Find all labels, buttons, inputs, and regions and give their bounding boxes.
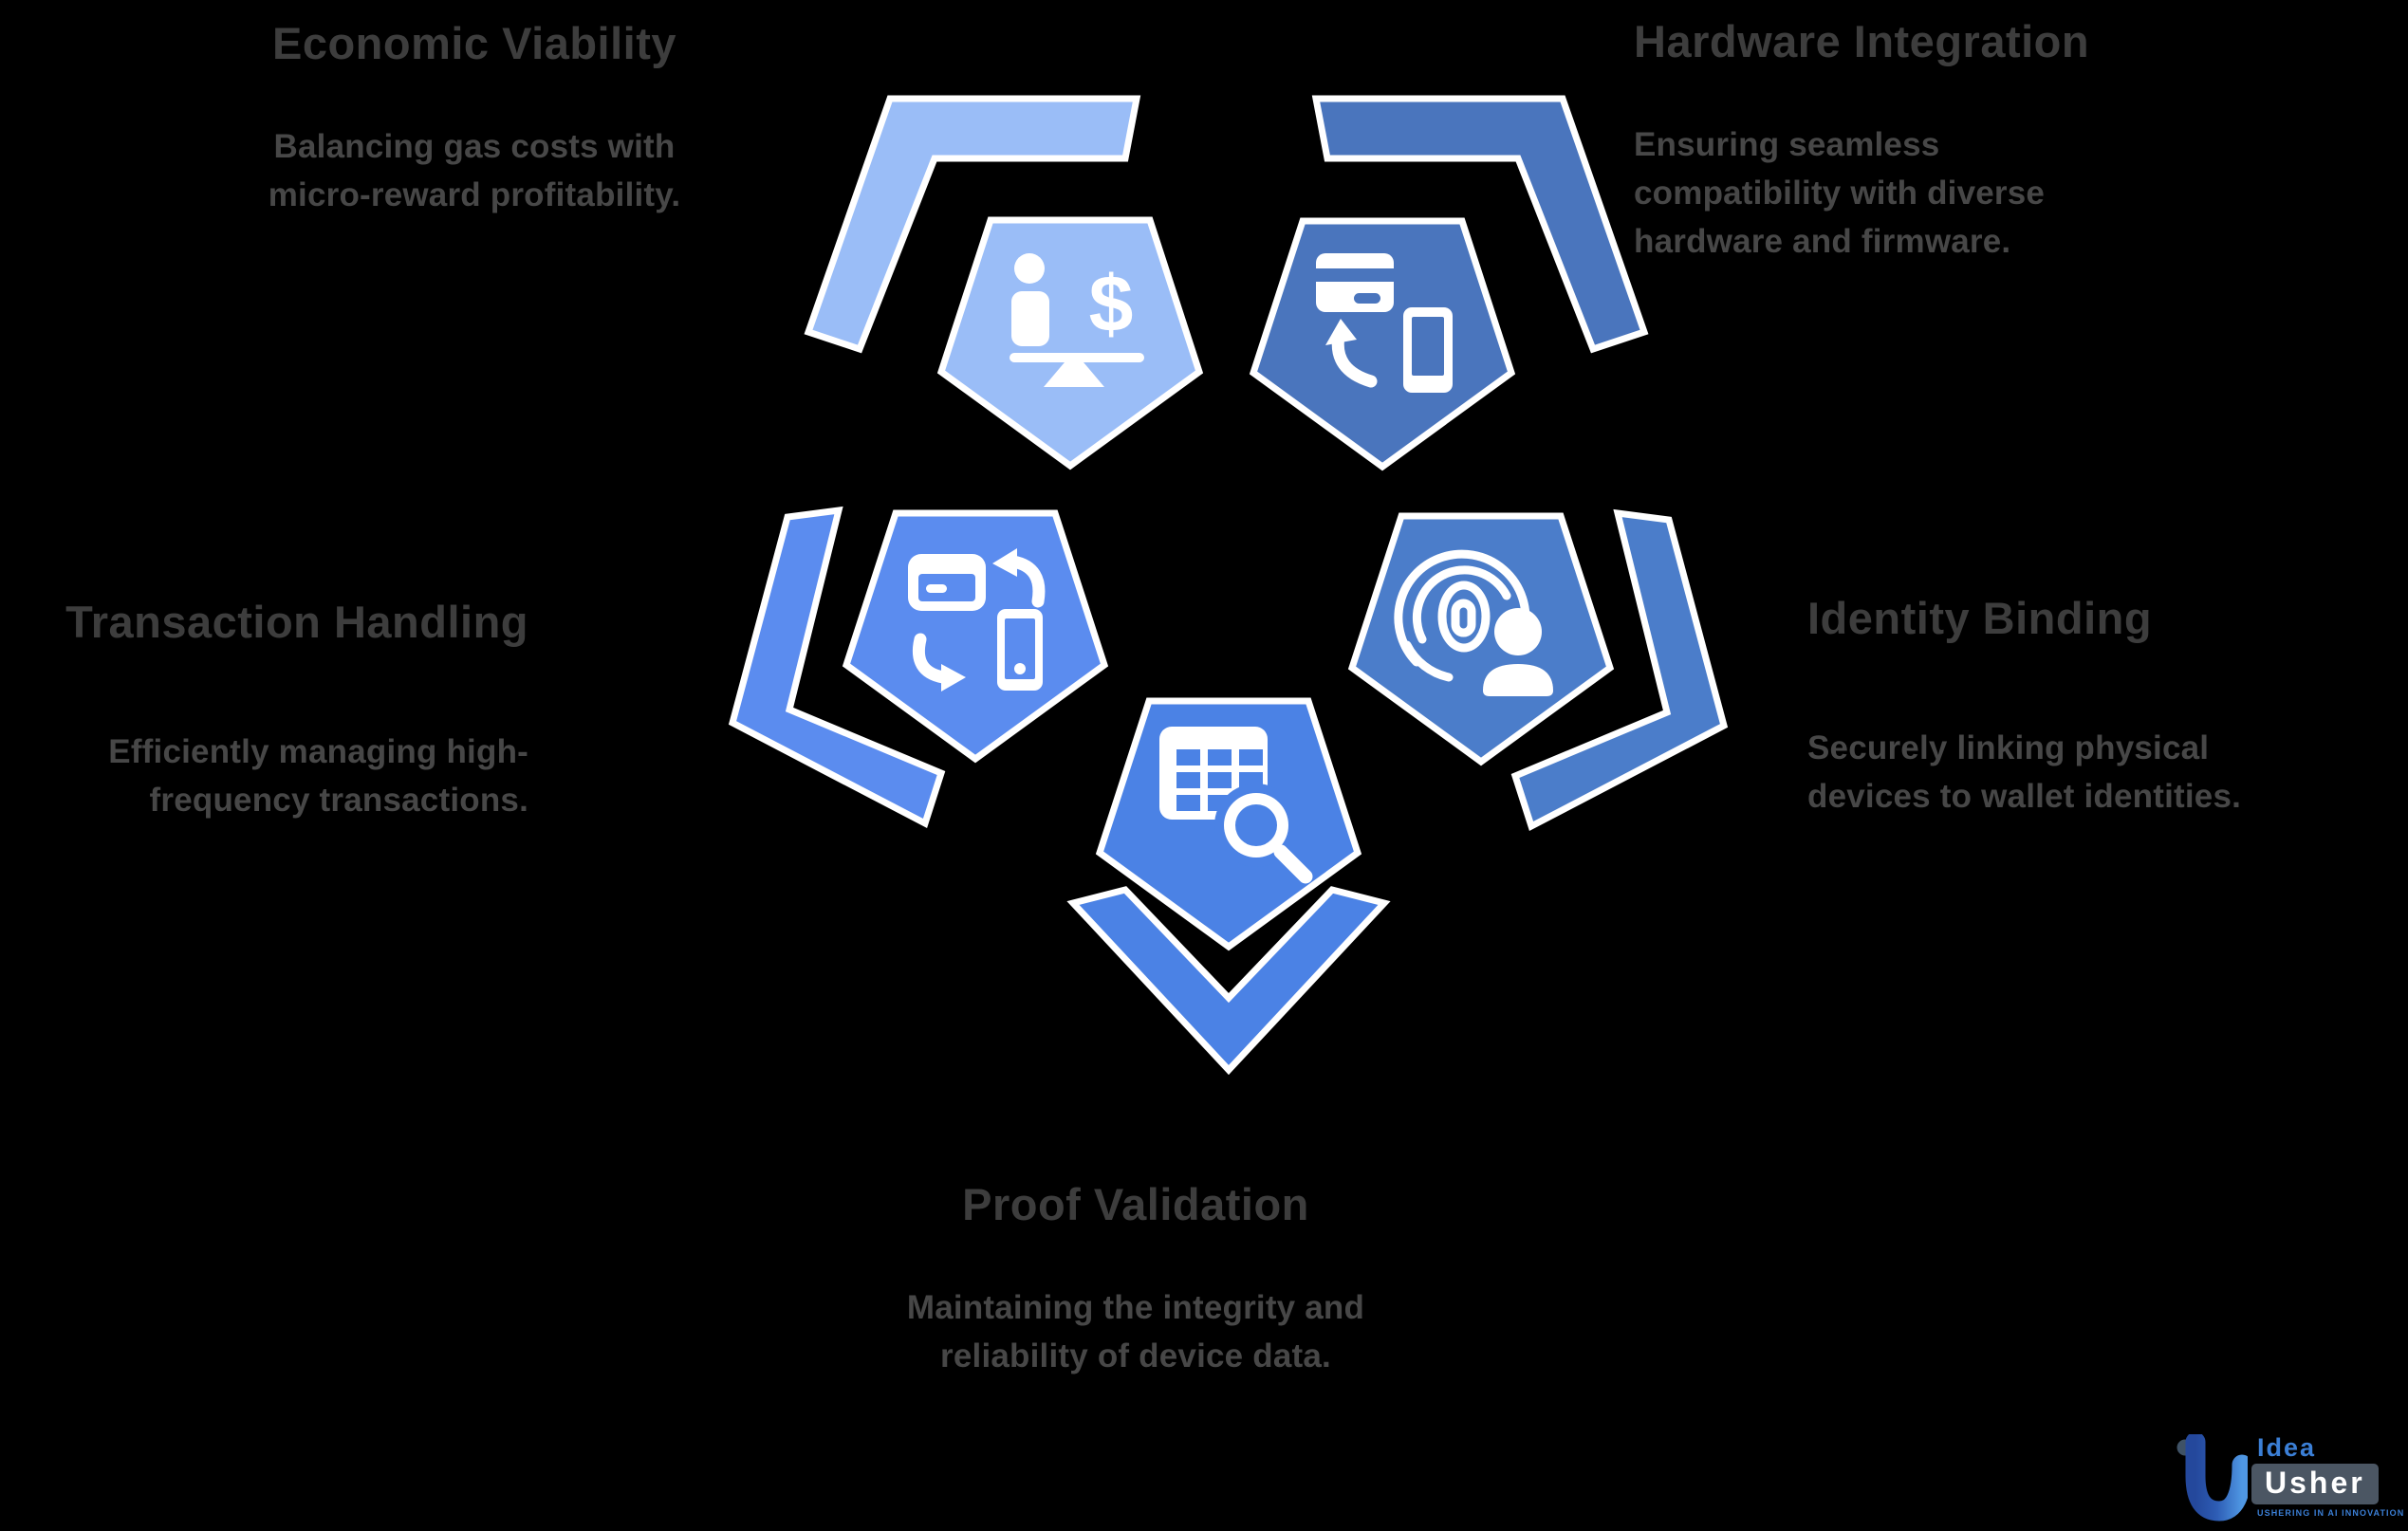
card-stripe [1316, 268, 1394, 282]
bracket-proof-validation [1066, 886, 1391, 1076]
bracket-hardware-integration [1311, 95, 1649, 354]
credit-card [1316, 253, 1394, 312]
section-description: Securely linking physical devices to wal… [1807, 729, 2242, 815]
pentagon-transaction-handling [842, 509, 1109, 764]
section-description: Ensuring seamless compatibility with div… [1634, 126, 2046, 260]
table-search-icon [1159, 727, 1313, 884]
swap-arrow-top [1007, 555, 1046, 608]
section-title: Hardware Integration [1634, 16, 2090, 66]
pentagon-economic-viability [936, 216, 1204, 470]
magnifier-lens [1235, 804, 1277, 846]
user-head [1494, 608, 1542, 655]
person-body [1011, 291, 1049, 346]
logo-usher-box: Usher [2251, 1464, 2379, 1504]
section-title: Proof Validation [962, 1179, 1309, 1229]
balance-scale-person-dollar-icon: $ [1010, 253, 1144, 387]
section-title: Identity Binding [1807, 593, 2153, 643]
phone-button [1014, 663, 1026, 674]
section-title: Economic Viability [271, 18, 677, 68]
user-body [1483, 664, 1553, 696]
fingerprint-arc-bottom [1402, 640, 1454, 682]
user-smile [1503, 632, 1535, 648]
logo-wordmark: Idea Usher USHERING IN AI INNOVATION [2251, 1434, 2404, 1518]
section-description: Efficiently managing high- frequency tra… [108, 733, 528, 819]
dollar-glyph: $ [1089, 259, 1134, 348]
section-economic-viability: Economic Viability Balancing gas costs w… [142, 17, 806, 220]
swap-arrow-bottom [913, 633, 950, 684]
bracket-economic-viability [804, 95, 1141, 354]
section-hardware-integration: Hardware Integration Ensuring seamless c… [1634, 15, 2184, 266]
bracket-identity-binding [1510, 508, 1729, 832]
logo-u-stroke [2185, 1434, 2248, 1522]
fingerprint-core [1451, 599, 1476, 637]
magnifier-handle [1273, 844, 1313, 884]
fingerprint-core-ring [1437, 581, 1491, 653]
fingerprint-user-icon [1394, 549, 1553, 696]
logo-tagline: USHERING IN AI INNOVATION [2257, 1508, 2405, 1518]
fingerprint-arc-outer [1394, 549, 1530, 667]
phone-screen [1412, 317, 1444, 376]
person-head [1014, 253, 1045, 284]
idea-usher-logo-mark-icon [2176, 1434, 2248, 1522]
card-dash [1354, 293, 1380, 304]
balance-fulcrum [1044, 362, 1104, 387]
logo-usher-text: Usher [2265, 1466, 2365, 1500]
swap-arrow-bottom-head [941, 664, 966, 692]
card-phone-connect-icon [1316, 253, 1453, 393]
card-phone-swap-icon [908, 548, 1046, 692]
section-description: Balancing gas costs with micro-reward pr… [268, 128, 681, 213]
fingerprint-arc-inner [1412, 565, 1511, 644]
card-dash [926, 584, 947, 593]
section-proof-validation: Proof Validation Maintaining the integri… [851, 1178, 1420, 1381]
balance-beam [1010, 353, 1144, 362]
section-description: Maintaining the integrity and reliabilit… [906, 1289, 1365, 1374]
swap-arrow-top-head [992, 548, 1017, 577]
section-transaction-handling: Transaction Handling Efficiently managin… [54, 596, 528, 825]
phone-screen [1005, 618, 1035, 679]
idea-usher-logo: Idea Usher USHERING IN AI INNOVATION [2176, 1434, 2404, 1525]
bracket-transaction-handling [728, 506, 946, 829]
logo-idea-text: Idea [2257, 1433, 2317, 1462]
card-window [918, 574, 975, 601]
up-arrow-head [1325, 319, 1357, 345]
section-title: Transaction Handling [65, 597, 528, 647]
section-identity-binding: Identity Binding Securely linking physic… [1807, 592, 2320, 821]
